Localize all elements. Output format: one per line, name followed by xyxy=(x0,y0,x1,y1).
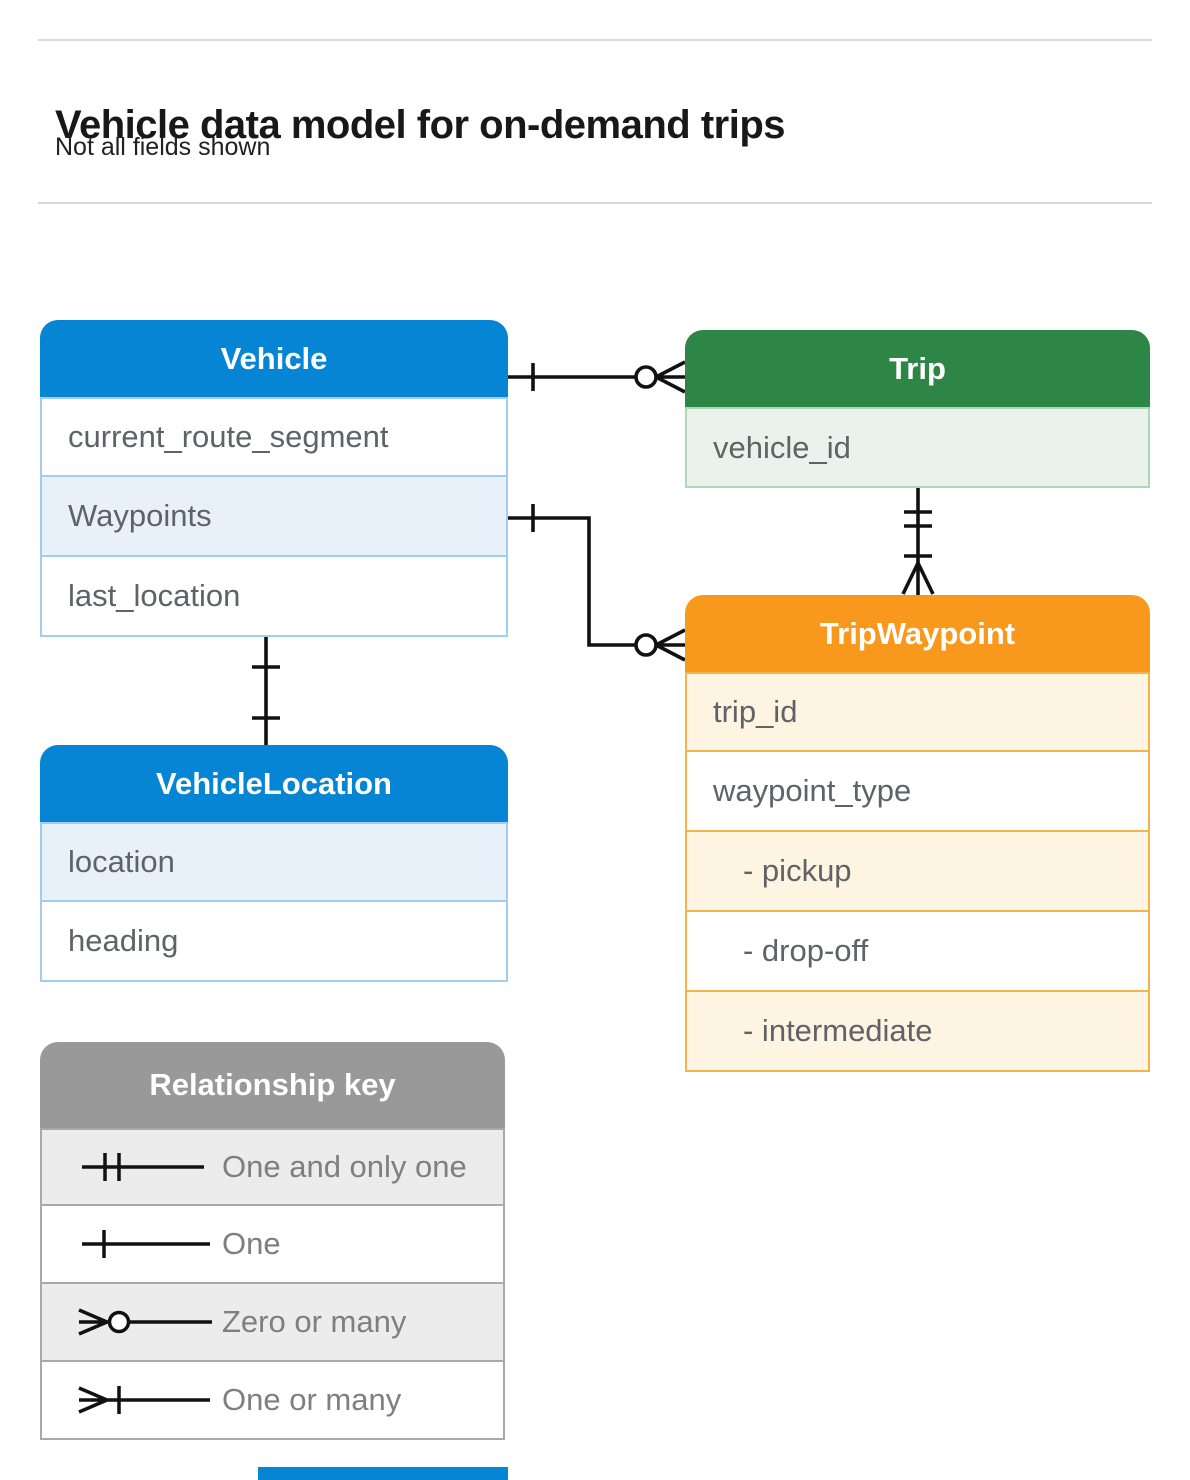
top-divider xyxy=(38,39,1152,41)
trip-entity-title: Trip xyxy=(685,330,1150,407)
tripwaypoint-entity-title: TripWaypoint xyxy=(685,595,1150,672)
one-icon xyxy=(82,1230,210,1258)
vehicle-trip-connector xyxy=(508,360,686,394)
one-and-only-one-icon xyxy=(82,1153,204,1181)
zero-or-many-circle-icon xyxy=(634,633,658,657)
zero-or-many-icon xyxy=(78,1308,212,1336)
vehiclelocation-field-location: location xyxy=(40,822,508,902)
vehicle-vehiclelocation-connector xyxy=(252,637,280,745)
vehicle-entity-title: Vehicle xyxy=(40,320,508,397)
waypoints-tripwaypoint-connector xyxy=(508,504,686,662)
vehiclelocation-entity: VehicleLocation location heading xyxy=(40,745,508,982)
page-subtitle: Not all fields shown xyxy=(55,133,271,161)
legend-row-one-and-only-one: One and only one xyxy=(40,1128,505,1206)
legend-label-one-or-many: One or many xyxy=(222,1382,402,1417)
crow-foot-icon xyxy=(655,360,686,394)
relationship-key: Relationship key One and only one One Ze… xyxy=(40,1042,505,1440)
legend-label-zero-or-many: Zero or many xyxy=(222,1304,407,1339)
crow-foot-icon xyxy=(901,562,935,595)
vehiclelocation-entity-title: VehicleLocation xyxy=(40,745,508,822)
header-divider xyxy=(38,202,1152,204)
vehicle-field-last-location: last_location xyxy=(40,557,508,637)
zero-or-many-circle-icon xyxy=(634,365,658,389)
trip-tripwaypoint-connector xyxy=(901,488,935,595)
cropped-blue-box xyxy=(258,1467,508,1480)
tripwaypoint-entity: TripWaypoint trip_id waypoint_type - pic… xyxy=(685,595,1150,1072)
relationship-key-title: Relationship key xyxy=(40,1042,505,1128)
tripwaypoint-value-pickup: - pickup xyxy=(685,832,1150,912)
vehicle-field-current-route-segment: current_route_segment xyxy=(40,397,508,477)
vehicle-field-waypoints: Waypoints xyxy=(40,477,508,557)
vehiclelocation-field-heading: heading xyxy=(40,902,508,982)
legend-label-one: One xyxy=(222,1226,281,1261)
page-title: Vehicle data model for on-demand trips xyxy=(55,102,786,147)
vehicle-entity: Vehicle current_route_segment Waypoints … xyxy=(40,320,508,637)
tripwaypoint-value-intermediate: - intermediate xyxy=(685,992,1150,1072)
tripwaypoint-value-drop-off: - drop-off xyxy=(685,912,1150,992)
tripwaypoint-field-trip-id: trip_id xyxy=(685,672,1150,752)
crow-foot-icon xyxy=(655,628,686,662)
legend-row-one-or-many: One or many xyxy=(40,1362,505,1440)
one-or-many-icon xyxy=(78,1386,210,1414)
trip-field-vehicle-id: vehicle_id xyxy=(685,407,1150,488)
tripwaypoint-field-waypoint-type: waypoint_type xyxy=(685,752,1150,832)
trip-entity: Trip vehicle_id xyxy=(685,330,1150,488)
legend-label-one-and-only-one: One and only one xyxy=(222,1149,467,1184)
legend-row-one: One xyxy=(40,1206,505,1284)
legend-row-zero-or-many: Zero or many xyxy=(40,1284,505,1362)
